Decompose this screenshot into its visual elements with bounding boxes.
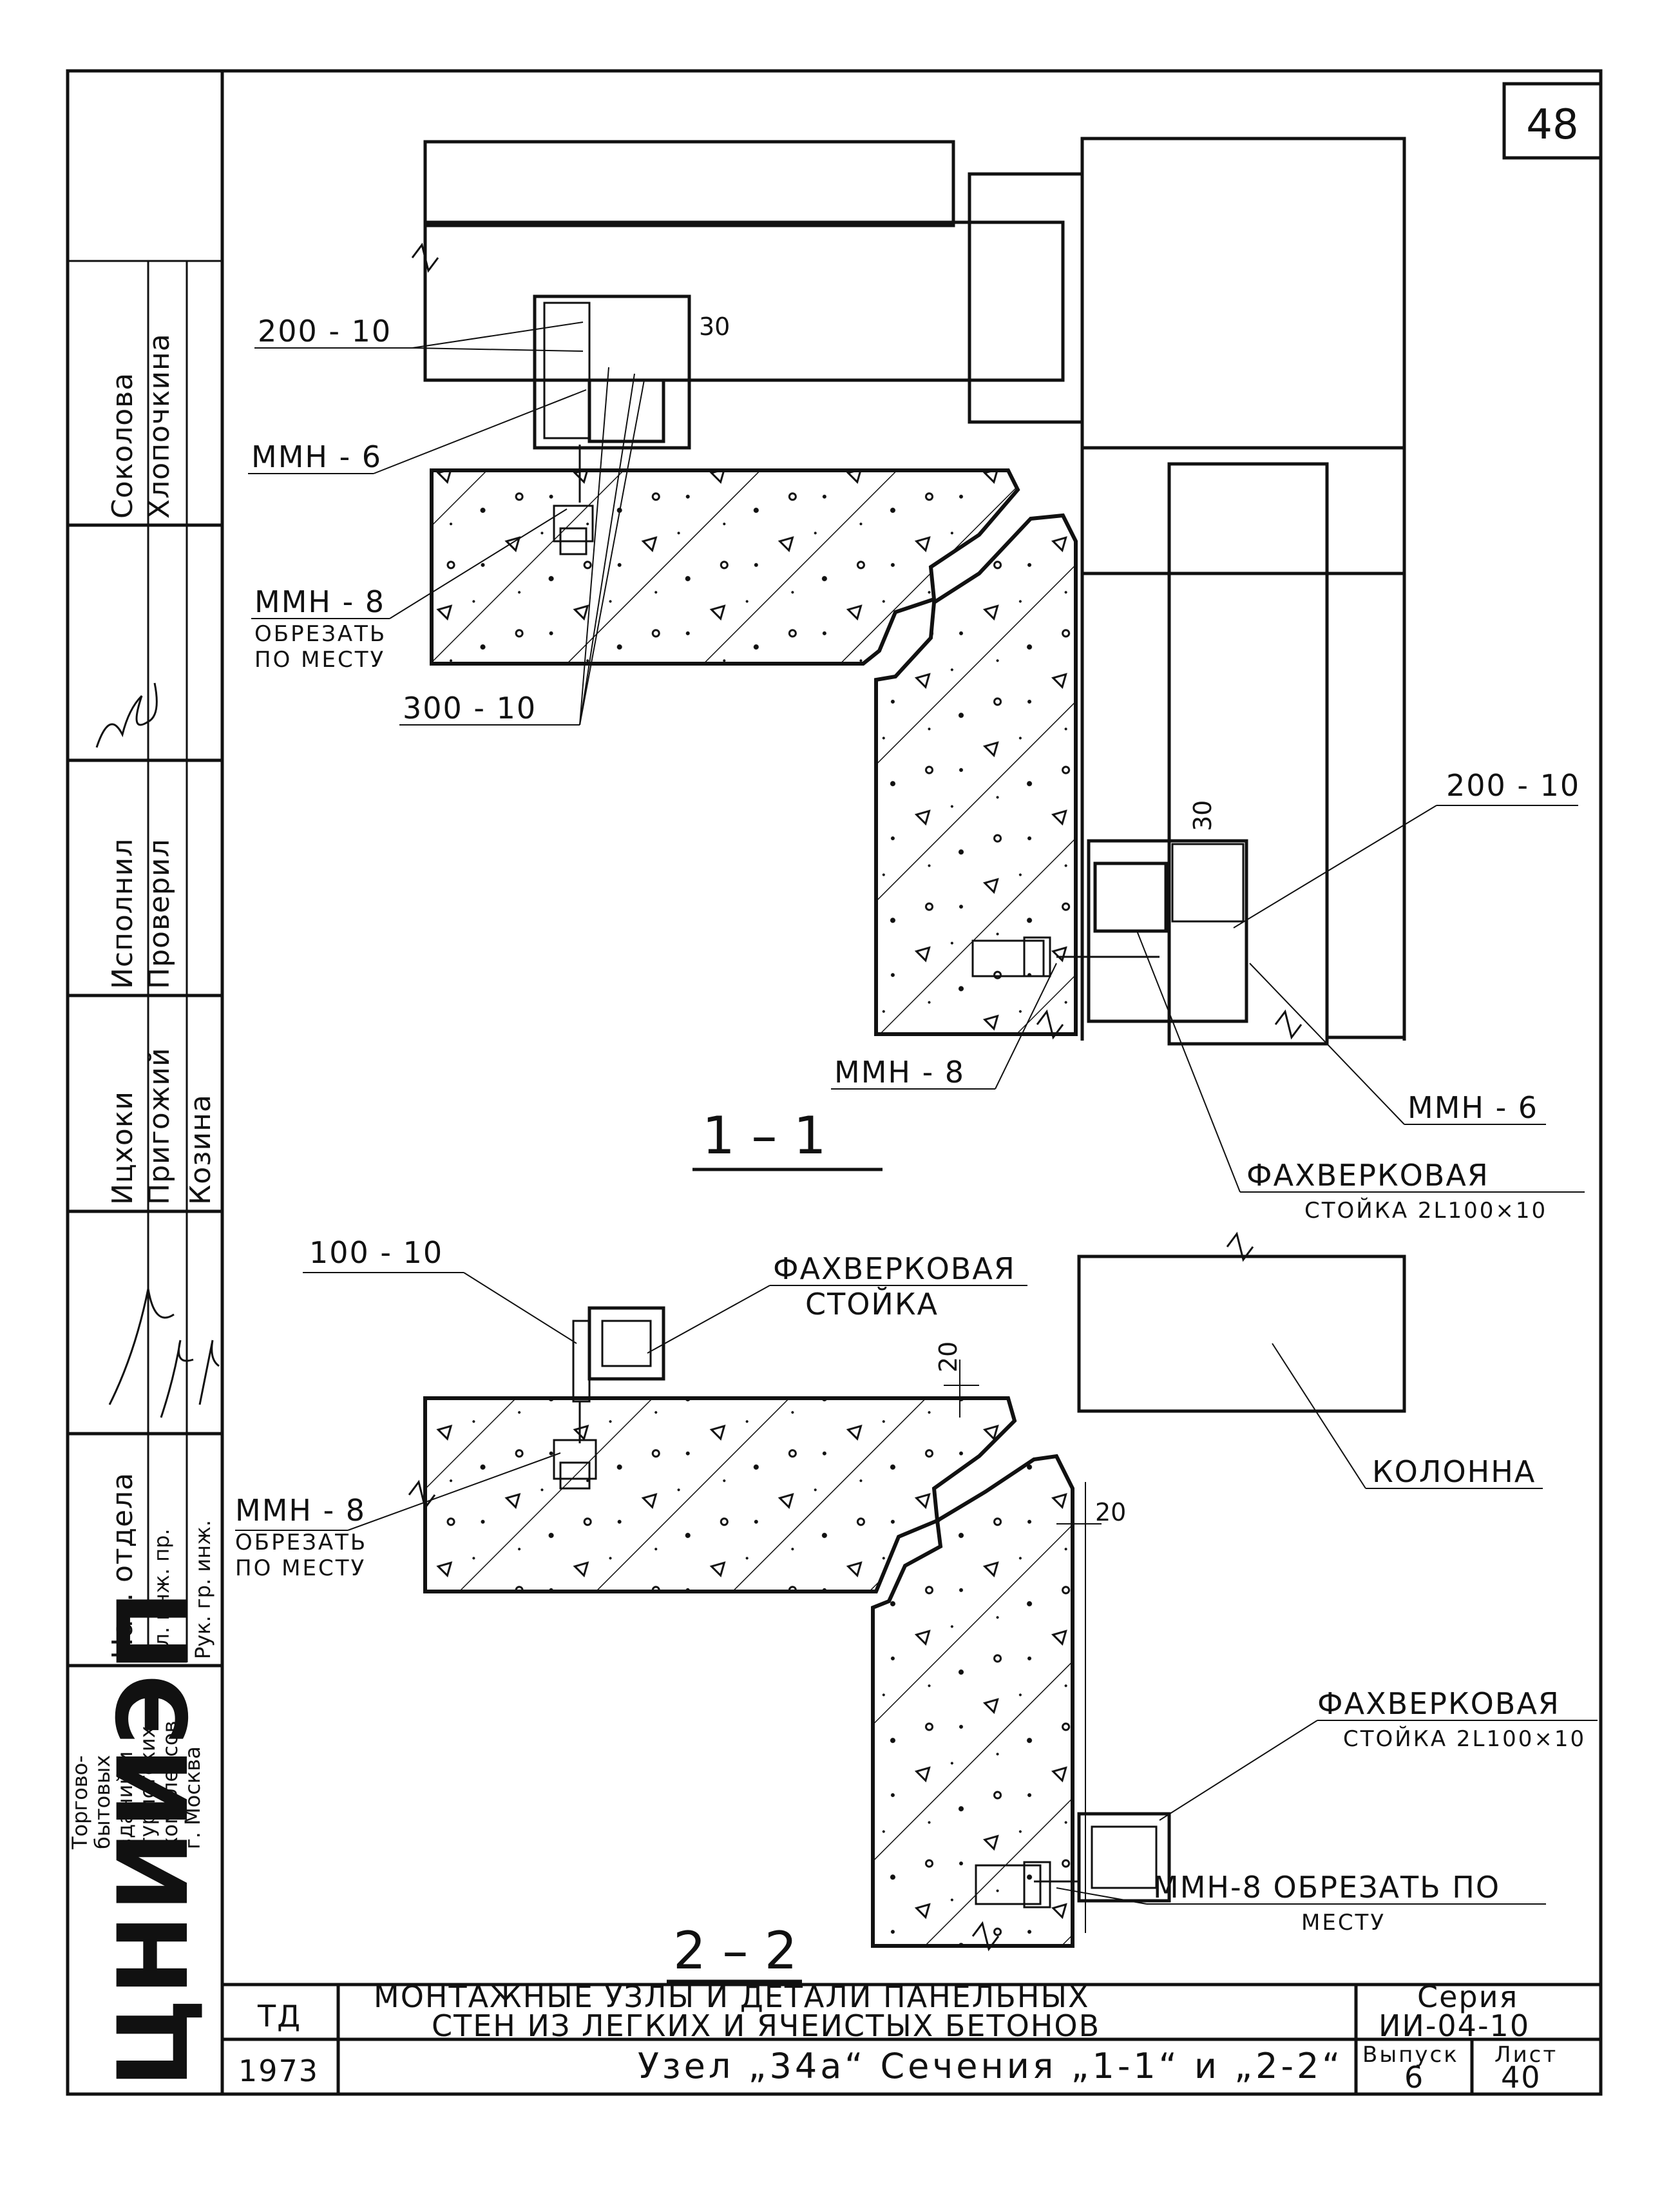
label-mmn6-top: ММН - 6 — [251, 439, 382, 474]
org-line-1: Торгово- — [68, 1755, 92, 1850]
sheet-number: 48 — [1526, 101, 1578, 149]
wall-panel-vertical-1-1 — [874, 513, 1078, 1036]
sheet-number-box — [1502, 82, 1603, 160]
label-mmn8-bottom-line2: МЕСТУ — [1301, 1910, 1386, 1936]
label-mmn8-top-note2: ПО МЕСТУ — [254, 647, 385, 673]
label-mmn8-left: ММН - 8 — [235, 1493, 366, 1528]
label-mmn6-right: ММН - 6 — [1408, 1090, 1538, 1125]
label-plate-100: 100 - 10 — [309, 1235, 443, 1270]
column-2-2 — [1077, 1255, 1406, 1413]
label-mmn8-left-note1: ОБРЕЗАТЬ — [235, 1530, 367, 1555]
floor-slab — [423, 220, 1065, 382]
stand-box-top — [587, 378, 665, 443]
stand-box-2-bottom — [1077, 1812, 1171, 1903]
label-stand-1-line1: ФАХВЕРКОВАЯ — [1246, 1158, 1489, 1193]
signature-1 — [95, 682, 158, 748]
fastener-block-top — [533, 294, 691, 450]
outer-frame — [66, 69, 1603, 2096]
column-1-1 — [1080, 137, 1406, 450]
org-line-2: бытовых — [90, 1755, 115, 1849]
series-label: Серия — [1417, 1979, 1518, 2014]
stamp-staff-1: Ицхоки — [106, 1091, 139, 1205]
org-line-6: г. Москва — [180, 1746, 205, 1849]
stamp-staff-2: Пригожий — [143, 1048, 176, 1205]
sheet-label: Лист — [1494, 2042, 1558, 2068]
label-mmn8-left-note2: ПО МЕСТУ — [235, 1555, 366, 1581]
label-stand-2-bottom-line2: СТОЙКА 2L100×10 — [1343, 1726, 1586, 1752]
section-title-1-1: 1 – 1 — [702, 1106, 826, 1166]
label-mmn8-top-note1: ОБРЕЗАТЬ — [254, 621, 387, 647]
stamp-dept-role-2: Гл. инж. пр. — [149, 1528, 174, 1659]
fastener-block-right — [1087, 839, 1248, 1023]
org-line-5: комплексов — [158, 1721, 182, 1849]
section-1-1: 200 - 10 30 ММН - 6 ММН - 8 ОБРЕЗАТЬ ПО … — [248, 137, 1585, 1224]
stand-box-right — [1093, 861, 1168, 933]
title-line-1: МОНТАЖНЫЕ УЗЛЫ И ДЕТАЛИ ПАНЕЛЬНЫХ — [374, 1979, 1090, 2014]
wall-panel-horizontal-1-1 — [430, 468, 1020, 666]
label-stand-2-top-line2: СТОЙКА — [805, 1287, 939, 1322]
upper-slab — [423, 140, 955, 227]
label-stand-2-top-line1: ФАХВЕРКОВАЯ — [773, 1251, 1016, 1286]
issue-label: Выпуск — [1362, 2042, 1459, 2068]
stamp-name-1: Соколова — [106, 372, 139, 519]
stand-box-2-top — [587, 1306, 665, 1381]
label-plate-200-top: 200 - 10 — [258, 314, 392, 349]
label-plate-300: 300 - 10 — [403, 691, 537, 726]
issue-value: 6 — [1404, 2060, 1424, 2095]
stamp-column: Соколова Хлопочкина Исполнил Проверил Иц… — [68, 260, 222, 2088]
stamp-role-executed: Исполнил — [106, 838, 139, 989]
org-line-4: туристских — [135, 1726, 160, 1849]
column-1-1-side — [968, 172, 1084, 424]
title-line-2: СТЕН ИЗ ЛЕГКИХ И ЯЧЕИСТЫХ БЕТОНОВ — [432, 2008, 1100, 2043]
section-title-2-2: 2 – 2 — [673, 1921, 797, 1981]
signature-4 — [198, 1340, 220, 1405]
title-year: 1973 — [238, 2053, 319, 2088]
wall-panel-vertical-2-2 — [871, 1454, 1074, 1948]
stamp-dept-role-1: Нач. отдела — [106, 1472, 139, 1659]
sheet-value: 40 — [1501, 2060, 1542, 2095]
series-value: ИИ-04-10 — [1379, 2008, 1530, 2043]
label-mmn8-right: ММН - 8 — [834, 1055, 965, 1090]
signature-3 — [160, 1340, 194, 1418]
anchor-right — [971, 939, 1045, 977]
label-stand-2-bottom-line1: ФАХВЕРКОВАЯ — [1317, 1686, 1560, 1721]
signature-2 — [108, 1288, 175, 1405]
label-mmn8-bottom-line1: ММН-8 ОБРЕЗАТЬ ПО — [1153, 1870, 1500, 1905]
anchor-top — [553, 505, 594, 543]
label-dim-30-right: 30 — [1188, 800, 1217, 831]
stamp-name-2: Хлопочкина — [143, 333, 176, 519]
label-dim-20-right: 20 — [1095, 1498, 1126, 1526]
title-subtitle: Узел „34а“ Сечения „1-1“ и „2-2“ — [638, 2046, 1343, 2086]
label-plate-200-right: 200 - 10 — [1446, 768, 1580, 803]
section-2-2: 100 - 10 ФАХВЕРКОВАЯ СТОЙКА 20 20 КОЛОНН… — [235, 1231, 1598, 1983]
org-logo: ЦНИИЭП — [98, 1588, 210, 2088]
stamp-role-checked: Проверил — [143, 838, 176, 989]
title-code: ТД — [257, 1999, 301, 2034]
label-column: КОЛОННА — [1372, 1454, 1536, 1489]
anchor-2-bottom — [975, 1864, 1042, 1905]
label-dim-30-top: 30 — [699, 313, 730, 341]
org-line-3: зданий и — [113, 1751, 137, 1849]
label-stand-1-line2: СТОЙКА 2L100×10 — [1304, 1197, 1547, 1224]
stamp-staff-3: Козина — [184, 1094, 217, 1205]
wall-panel-horizontal-2-2 — [423, 1396, 1017, 1593]
stamp-dept-role-3: Рук. гр. инж. — [191, 1520, 215, 1659]
anchor-2-top — [553, 1439, 597, 1480]
title-block: ТД 1973 МОНТАЖНЫЕ УЗЛЫ И ДЕТАЛИ ПАНЕЛЬНЫ… — [222, 1979, 1601, 2095]
label-dim-20-top: 20 — [934, 1342, 962, 1372]
label-mmn8-top: ММН - 8 — [254, 584, 385, 619]
